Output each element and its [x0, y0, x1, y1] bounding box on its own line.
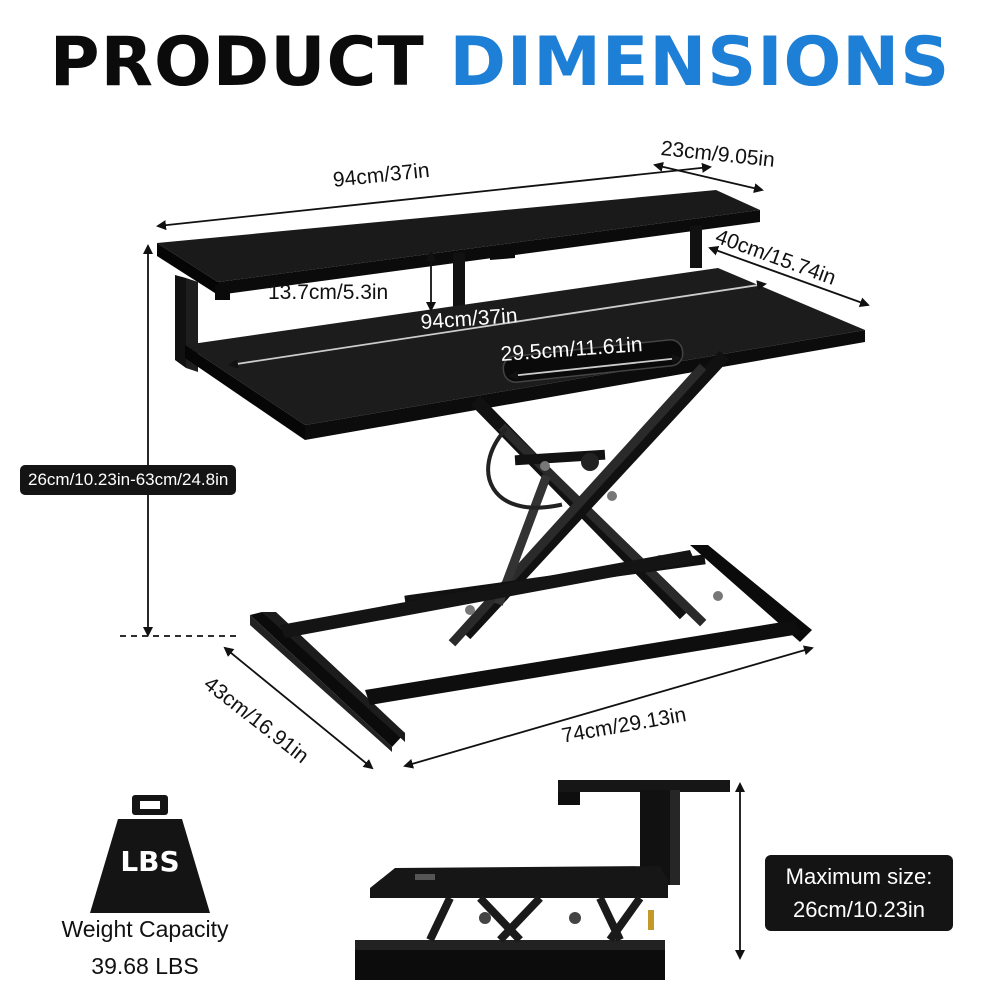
weight-badge: LBS: [120, 845, 180, 878]
max-size-line1: Maximum size:: [785, 864, 933, 889]
dim-line-base-depth: [223, 646, 374, 770]
title-word-product: PRODUCT: [49, 23, 425, 102]
max-size-box: Maximum size: 26cm/10.23in: [765, 855, 953, 931]
weight-caption-line1: Weight Capacity: [61, 916, 229, 942]
weight-caption-line2: 39.68 LBS: [91, 953, 199, 979]
page-title: PRODUCT DIMENSIONS: [0, 18, 1000, 108]
dim-line-top-shelf-length: [156, 162, 712, 231]
title-word-dimensions: DIMENSIONS: [449, 23, 951, 102]
dim-line-base-length: [403, 645, 814, 769]
weight-icon: [90, 795, 210, 913]
shelf-leg-left: [175, 275, 186, 368]
dim-line-keyboard-slot: [508, 353, 682, 381]
dim-line-top-shelf-depth: [653, 161, 764, 194]
dim-line-desk-depth: [708, 246, 870, 307]
shelf-leg-right: [690, 225, 702, 268]
max-size-line2: 26cm/10.23in: [792, 897, 926, 922]
label-shelf-gap: 13.7cm/5.3in: [268, 281, 389, 304]
label-height-range: 26cm/10.23in-63cm/24.8in: [20, 465, 237, 495]
dim-line-desk-length: [228, 280, 767, 369]
